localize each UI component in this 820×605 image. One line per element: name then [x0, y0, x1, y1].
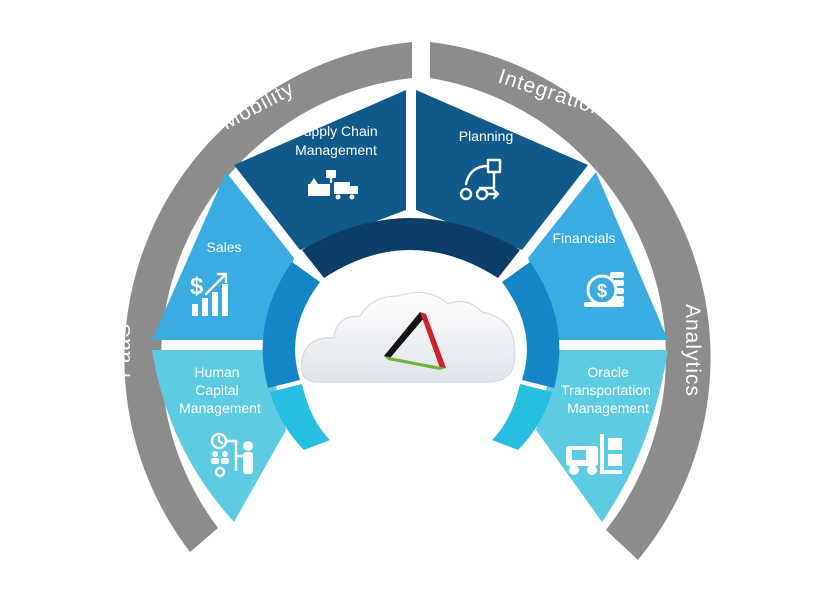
- gear-light-band-left: [270, 384, 330, 450]
- logo-black-stroke: [384, 312, 424, 358]
- label-hcm-line1: Human: [194, 364, 239, 380]
- label-otm-line3: Management: [567, 400, 649, 416]
- outer-ring-right-arc: [430, 42, 711, 560]
- label-planning: Planning: [459, 128, 514, 144]
- svg-text:$: $: [190, 273, 204, 300]
- sales-growth-icon: $: [190, 272, 228, 316]
- label-supply-chain-line2: Management: [295, 142, 377, 158]
- supply-chain-icon: [308, 170, 358, 200]
- outer-ring: [124, 42, 711, 560]
- people-org-icon: [210, 432, 253, 478]
- label-otm-line1: Oracle: [587, 364, 628, 380]
- forklift-icon: [566, 434, 622, 475]
- segment-supply-chain[interactable]: [234, 90, 406, 250]
- coins-dollar-icon: $: [584, 272, 624, 307]
- ring-label-paas: PaaS: [112, 323, 135, 378]
- cloud-shape: [300, 291, 516, 383]
- label-hcm-line3: Management: [179, 400, 261, 416]
- gear-dark-band: [302, 218, 520, 278]
- cloud: [300, 291, 516, 383]
- svg-text:$: $: [597, 281, 607, 301]
- segment-labels: Supply Chain Management Planning Sales F…: [179, 123, 651, 416]
- segment-planning[interactable]: [416, 90, 588, 250]
- segment-financials[interactable]: [528, 172, 668, 340]
- gear-mid-band-left: [262, 262, 320, 388]
- label-supply-chain-line1: Supply Chain: [294, 123, 377, 139]
- segments: [152, 90, 668, 522]
- segment-sales[interactable]: [152, 172, 294, 340]
- gear-mid-band-right: [502, 262, 560, 388]
- logo-green-stroke: [384, 356, 446, 370]
- logo-red-stroke: [420, 312, 446, 368]
- planning-flow-icon: [459, 158, 502, 201]
- outer-ring-left-arc: [124, 42, 412, 552]
- label-otm-line2: Transportation: [561, 382, 651, 398]
- label-hcm-line2: Capital: [195, 382, 239, 398]
- label-financials: Financials: [552, 230, 615, 246]
- label-sales: Sales: [206, 239, 241, 255]
- gear-light-band-right: [492, 384, 552, 450]
- ring-label-analytics: Analytics: [681, 304, 704, 397]
